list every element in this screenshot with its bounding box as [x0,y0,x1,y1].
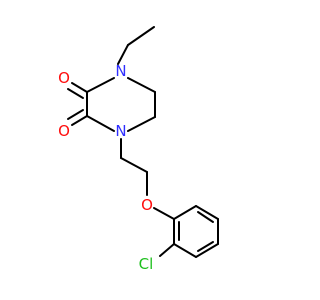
atom-n1-label: N [115,62,126,80]
bond-c3-o-bottom-b [67,109,84,120]
bond-ph-c3-c4 [195,243,219,258]
bond-n4-c3 [86,115,115,132]
bond-ethyl-ch3 [127,26,155,46]
atom-o-bottom-label: O [58,122,70,140]
atom-n4-label: N [115,122,126,140]
bond-c2-n1 [86,77,115,93]
bond-ch2-ch2 [120,157,148,173]
bond-c3-o-bottom-a [71,115,88,126]
atom-o-ether-label: O [141,196,153,214]
bond-ph-c2-c3 [173,243,197,258]
bond-ph-inner-2 [197,241,214,252]
bond-ph-c5-c6 [195,205,219,220]
bond-ph-c6-c1 [173,205,197,220]
bond-ph-inner-3 [197,211,214,223]
bond-ethyl-ch2-n1 [117,44,129,65]
bond-c5-n4 [127,116,156,132]
bond-n1-c6 [127,77,156,93]
bond-ph-cl [159,243,175,257]
bond-o-ether-phenyl [153,207,175,220]
atom-o-top-label: O [58,69,70,87]
atom-cl-label: Cl [139,255,154,273]
bond-c2-o-top-a [71,82,88,93]
bond-c2-o-top-b [67,88,84,99]
molecule-structure: N N O O O Cl [58,26,219,273]
